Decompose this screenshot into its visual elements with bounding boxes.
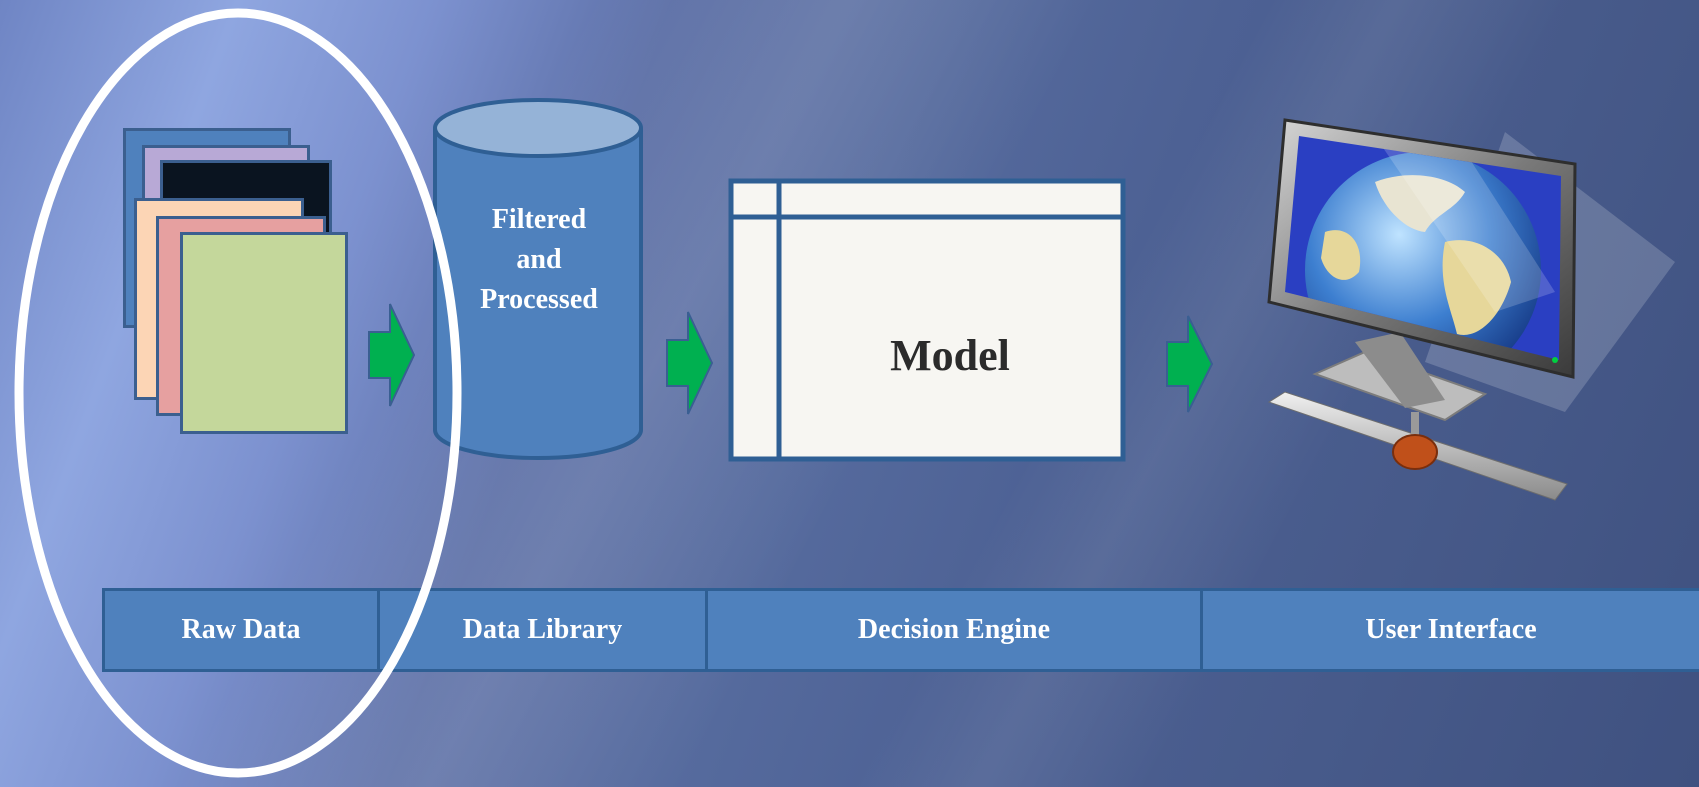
model-label: Model [890,331,1010,380]
arrow-right-icon [666,311,714,415]
cylinder-label: Filtered and Processed [434,200,644,320]
stage-decision-engine: Decision Engine [705,588,1203,672]
stage-data-library: Data Library [377,588,708,672]
stage-user-interface: User Interface [1200,588,1699,672]
database-cylinder-icon [433,98,643,460]
arrow-right-icon [1166,315,1214,413]
arrow-right-icon [368,303,416,407]
highlight-ellipse [14,8,462,778]
cylinder-label-line3: Processed [480,284,598,315]
cylinder-label-line2: and [516,244,562,275]
computer-monitor-globe-icon [1267,118,1675,501]
cylinder-label-line1: Filtered [491,204,587,235]
model-table-icon [728,178,1126,462]
